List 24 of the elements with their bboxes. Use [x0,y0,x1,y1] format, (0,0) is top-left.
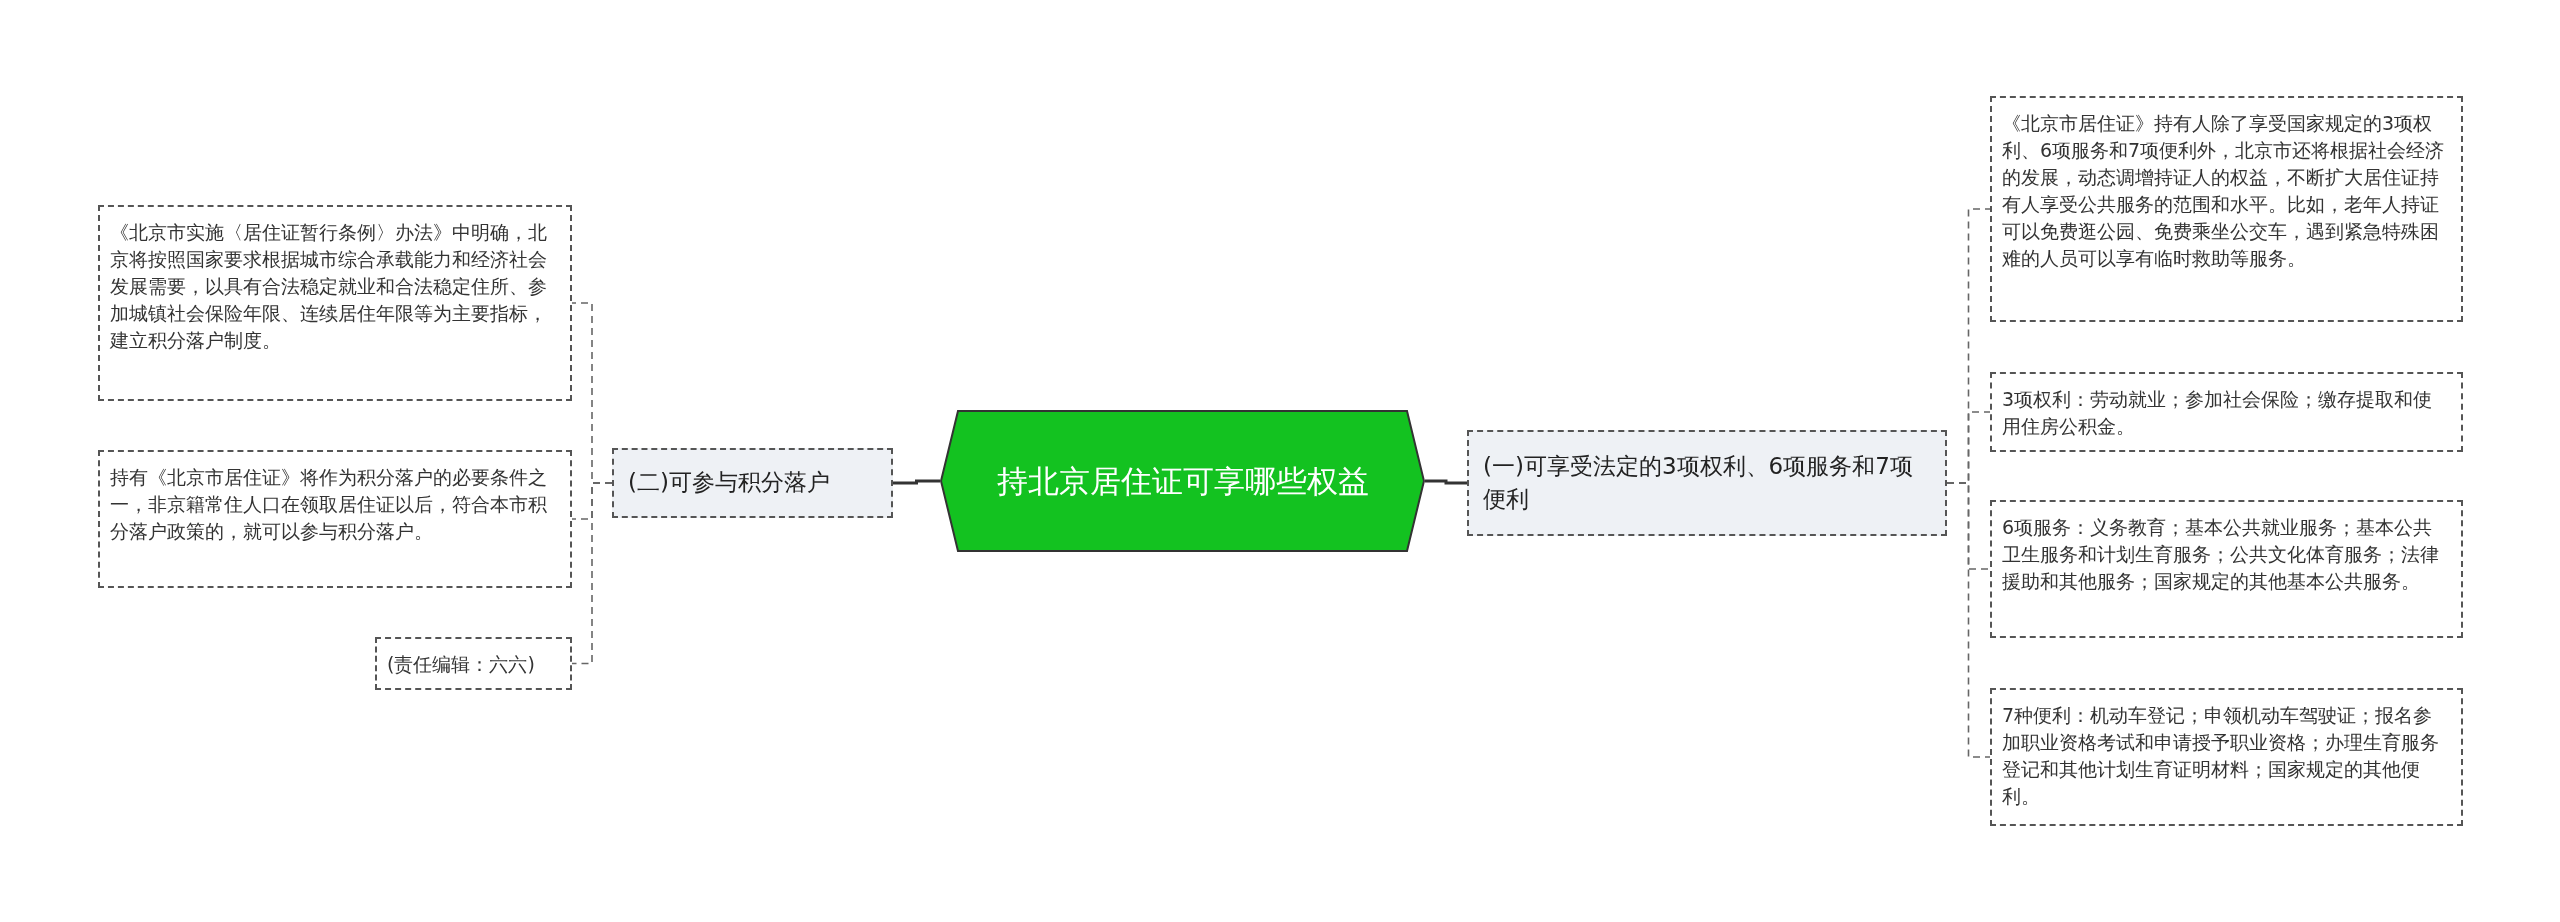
note-box [1990,96,2463,322]
branch-text: (二)可参与积分落户 [628,468,830,498]
topic-hexagon [940,410,1425,552]
note-text: 持有《北京市居住证》将作为积分落户的必要条件之一，非京籍常住人口在领取居住证以后，符合本市积分落户政策的，就可以参与积分落户。 [110,465,548,544]
connector-line [1425,479,1467,485]
note-text: 《北京市实施〈居住证暂行条例〉办法》中明确，北京将按照国家要求根据城市综合承载能力和经济社会发展需要，以具有合法稳定就业和合法稳定住所、参加城镇社会保险年限、连续居住年限等为主要指标，建立积分落户制度。 [110,220,548,353]
topic-text: 持北京居住证可享哪些权益 [996,461,1369,501]
note-box [98,450,572,588]
note-text: 3项权利：劳动就业；参加社会保险；缴存提取和使用住房公积金。 [2002,387,2434,439]
note-box [1990,372,2463,452]
branch-text: (一)可享受法定的3项权利、6项服务和7项便利 [1483,451,1914,514]
branch-box [1467,430,1947,536]
note-text: (责任编辑：六六) [387,652,535,677]
note-text: 7种便利：机动车登记；申领机动车驾驶证；报名参加职业资格考试和申请授予职业资格；办理生育服务登记和其他计划生育证明材料；国家规定的其他便利。 [2002,703,2440,809]
note-box [1990,688,2463,826]
branch-box [612,448,893,518]
note-text: 《北京市居住证》持有人除了享受国家规定的3项权利、6项服务和7项便利外，北京市还将根据社会经济的发展，动态调增持证人的权益，不断扩大居住证持有人享受公共服务的范围和水平。比如，老年人持证可以免费逛公园、免费乘坐公交车，遇到紧急特殊困难的人员可以享有临时救助等服务。 [2002,111,2446,271]
note-box [375,637,572,690]
connector-line [1946,482,1991,758]
note-text: 6项服务：义务教育；基本公共就业服务；基本公共卫生服务和计划生育服务；公共文化体育服务；法律援助和其他服务；国家规定的其他基本公共服务。 [2002,515,2440,594]
connector-line [571,482,613,665]
note-box [98,205,572,401]
connector-line [893,479,940,485]
note-box [1990,500,2463,638]
